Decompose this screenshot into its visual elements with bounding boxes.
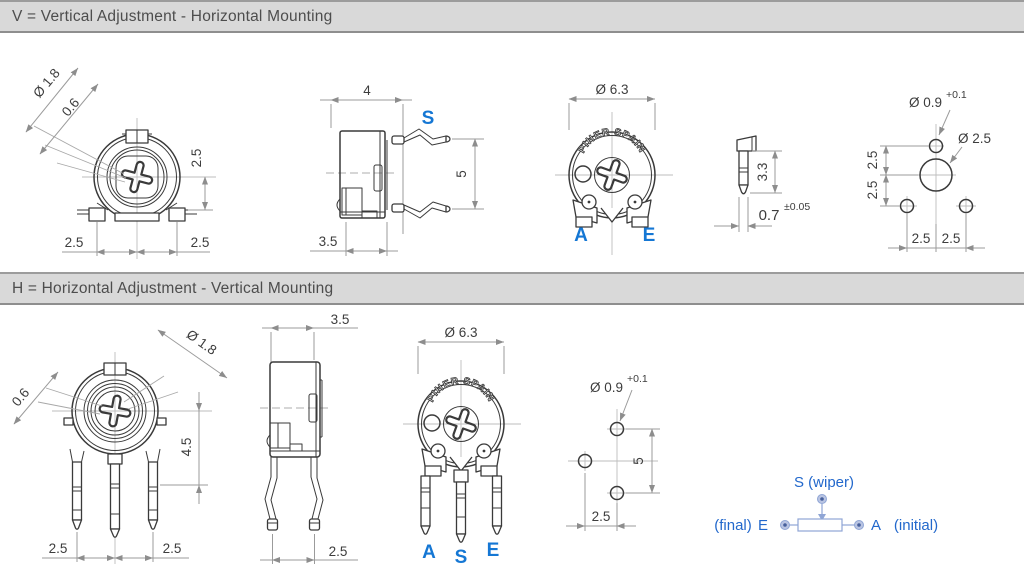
terminal-a-label: A (574, 225, 588, 246)
top-dimension: 4 (320, 83, 412, 234)
right-dimension: 5 (626, 428, 660, 494)
top-dimension: Ø 6.3 (568, 82, 656, 130)
dim-pin-spacing: 2.5 (329, 544, 348, 559)
dim-shaft-diameter: Ø 1.8 (184, 327, 220, 358)
h-schematic: S (wiper) (final) E A (init (700, 465, 1010, 570)
v-section-header: V = Vertical Adjustment - Horizontal Mou… (0, 0, 1024, 33)
v-pin-detail: 3.3 0.7 ±0.05 (712, 120, 857, 265)
dim-v-bottom: 2.5 (865, 181, 880, 200)
pin-outline (736, 135, 757, 195)
dim-vertical-spacing: 5 (631, 457, 646, 465)
dim-pin-width-tolerance: ±0.05 (784, 201, 810, 213)
resistor-body (797, 518, 843, 532)
dim-pin-left: 2.5 (65, 235, 84, 250)
diagonal-dimensions: Ø 1.8 0.6 (25, 66, 127, 183)
dim-pin-length: 3.3 (755, 163, 770, 182)
left-dimensions: 2.5 2.5 (865, 145, 928, 207)
dim-height: 4 (363, 84, 371, 98)
terminal-a-label: A (871, 517, 881, 534)
terminal-e-label: E (643, 225, 656, 246)
pins (420, 475, 503, 543)
e-terminal-dot (780, 520, 790, 530)
dim-pin-left: 2.5 (49, 541, 68, 556)
final-label: (final) (714, 517, 752, 534)
right-dimension: 4.5 (160, 392, 208, 504)
top-dimension: 3.5 (262, 312, 358, 364)
upper-lead (391, 128, 451, 146)
initial-label: (initial) (894, 517, 938, 534)
dim-v-top: 2.5 (865, 151, 880, 170)
terminal-e-label: E (487, 540, 500, 561)
wiper-terminal-dot (817, 494, 827, 504)
right-dimension: 2.5 (188, 149, 213, 211)
bottom-dimensions: 2.5 2.5 (888, 214, 985, 252)
terminal-s-label: S (422, 108, 435, 129)
h-front-view: 0.6 Ø 1.8 4.5 2.5 2.5 (9, 314, 262, 574)
dim-pin-hole-tolerance: +0.1 (946, 89, 967, 101)
h-hole-pattern: Ø 0.9 +0.1 5 2.5 (560, 345, 705, 562)
dim-pin-right: 2.5 (191, 235, 210, 250)
hole-leaders: Ø 0.9 +0.1 Ø 2.5 (909, 89, 991, 164)
holes (577, 421, 625, 501)
dim-hole: Ø 0.9 (590, 380, 623, 395)
wiper-arrow (818, 504, 826, 521)
bottom-dimension: 2.5 (260, 534, 358, 564)
dim-hole-tolerance: +0.1 (627, 373, 648, 385)
trimmer-body-outline (77, 129, 197, 222)
v-front-view: Ø 1.8 0.6 2.5 2.5 2.5 (12, 46, 252, 267)
bottom-dimension: 2.5 (566, 473, 636, 531)
v-section-title: V = Vertical Adjustment - Horizontal Mou… (12, 7, 333, 25)
width-dimension: 0.7 ±0.05 (714, 197, 810, 232)
h-section-title: H = Horizontal Adjustment - Vertical Mou… (12, 279, 334, 297)
dim-pin-width: 0.7 (759, 207, 780, 224)
dim-body-height: 4.5 (179, 438, 194, 457)
dim-h-right: 2.5 (942, 231, 961, 246)
a-terminal-dot (854, 520, 864, 530)
dim-center-hole: Ø 2.5 (958, 131, 991, 146)
h-side-view: 3.5 (258, 312, 408, 574)
wiper-label: S (wiper) (794, 474, 854, 491)
pins (71, 461, 159, 538)
terminal-e-label: E (758, 517, 768, 534)
holes (899, 138, 974, 214)
top-dimension: Ø 6.3 (417, 325, 505, 374)
v-top-view: Ø 6.3 PIHER SPAIN (545, 60, 720, 270)
lower-lead (391, 201, 451, 219)
dim-pin-spacing: 5 (454, 170, 469, 178)
bottom-dimensions: 2.5 2.5 (62, 222, 210, 256)
length-dimension: 3.3 (750, 150, 782, 194)
dim-diameter: Ø 6.3 (444, 325, 477, 340)
h-top-view: Ø 6.3 PIHER SPAIN (395, 312, 575, 574)
body-outline (266, 361, 323, 458)
bottom-dimension: 3.5 (310, 222, 398, 256)
bottom-dimensions: 2.5 2.5 (42, 532, 189, 562)
dim-shaft-diameter: Ø 1.8 (30, 66, 63, 101)
dim-diameter: Ø 6.3 (595, 82, 628, 97)
dim-pin-hole: Ø 0.9 (909, 95, 942, 110)
right-dimension: 5 (452, 138, 484, 210)
h-section-header: H = Horizontal Adjustment - Vertical Mou… (0, 272, 1024, 305)
terminal-s-label: S (455, 547, 468, 568)
hole-leader: Ø 0.9 +0.1 (590, 373, 648, 422)
v-side-view: 4 (300, 83, 500, 271)
terminal-a-label: A (422, 542, 436, 563)
dim-body-depth: 3.5 (319, 234, 338, 249)
dim-h-left: 2.5 (912, 231, 931, 246)
body-outline (336, 130, 388, 219)
centerlines (52, 352, 212, 564)
dim-center-to-pin: 2.5 (189, 149, 204, 168)
left-lead (264, 457, 279, 531)
dim-pin-right: 2.5 (163, 541, 182, 556)
dim-horizontal-spacing: 2.5 (592, 509, 611, 524)
right-lead (308, 457, 324, 531)
v-hole-pattern: Ø 0.9 +0.1 Ø 2.5 2.5 2.5 (858, 62, 1020, 267)
dim-slot-width: 0.6 (59, 95, 83, 119)
dim-body-depth: 3.5 (331, 314, 350, 327)
